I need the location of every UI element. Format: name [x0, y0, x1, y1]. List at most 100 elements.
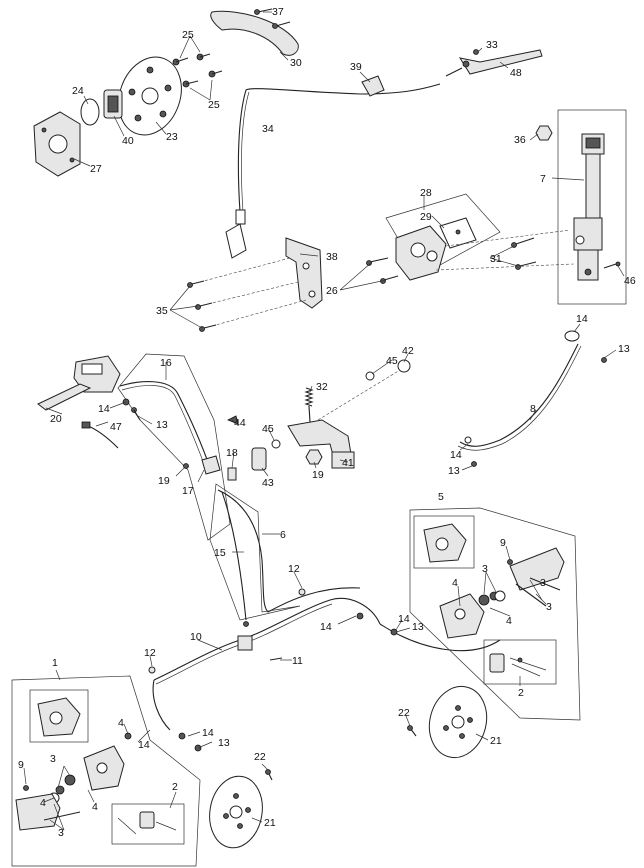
- spring-32: [304, 387, 314, 423]
- bracket-3-right: [509, 547, 565, 607]
- callout-label-9a: 9: [500, 537, 506, 549]
- callout-label-15: 15: [214, 547, 226, 559]
- line-16-frame: [117, 353, 231, 541]
- bracket-3-left: [15, 793, 81, 831]
- callout-label-21b: 21: [264, 817, 276, 829]
- callout-label-3c: 3: [540, 577, 546, 589]
- brake-hose-8: [457, 330, 607, 467]
- callout-label-48: 48: [510, 67, 522, 79]
- brake-pads-2-left: [117, 811, 177, 835]
- callout-label-46: 46: [624, 275, 636, 287]
- bolts-31: [511, 237, 537, 270]
- caliper-bracket-27: [33, 111, 81, 177]
- fitting-18: [227, 467, 237, 481]
- callout-label-30: 30: [290, 57, 302, 69]
- caliper-1-inset: [29, 689, 89, 743]
- callout-label-45b: 45: [262, 423, 274, 435]
- callout-label-4b: 4: [506, 615, 512, 627]
- bolt-46: [603, 261, 621, 269]
- callout-label-14d: 14: [398, 613, 410, 625]
- callout-label-17: 17: [182, 485, 194, 497]
- callout-label-13b: 13: [156, 419, 168, 431]
- bolt-22-right: [407, 725, 417, 737]
- caliper-body-right: [439, 590, 506, 639]
- callout-label-4d: 4: [40, 797, 46, 809]
- callout-label-9b: 9: [18, 759, 24, 771]
- master-cylinder-frame: [557, 109, 627, 305]
- callout-label-13a: 13: [618, 343, 630, 355]
- callout-label-21a: 21: [490, 735, 502, 747]
- callout-label-14a: 14: [576, 313, 588, 325]
- callout-label-42: 42: [402, 345, 414, 357]
- callout-label-13d: 13: [412, 621, 424, 633]
- banjo-14-13-front: [122, 398, 141, 421]
- callout-label-4a: 4: [452, 577, 458, 589]
- callout-label-4c: 4: [118, 717, 124, 729]
- brake-pad-29: [439, 217, 477, 249]
- caliper-body-left: [48, 745, 125, 804]
- callout-label-2b: 2: [172, 781, 178, 793]
- callout-label-40: 40: [122, 135, 134, 147]
- callout-label-34: 34: [262, 123, 274, 135]
- callout-label-44: 44: [234, 417, 246, 429]
- lever-bolt-33: [473, 49, 479, 55]
- callout-label-33: 33: [486, 39, 498, 51]
- brake-pads-2-right: [489, 653, 547, 677]
- callout-label-28: 28: [420, 187, 432, 199]
- bolts-26: [366, 257, 399, 284]
- brake-disc-23: [118, 56, 182, 136]
- callout-label-11: 11: [292, 655, 303, 667]
- nut-36: [535, 125, 553, 141]
- bleeder-9-left: [23, 785, 29, 791]
- banjo-4-left: [124, 732, 132, 740]
- caliper-1-detail: [37, 697, 81, 737]
- bolt-22-left: [265, 769, 273, 781]
- brake-pedal-41: [287, 419, 355, 469]
- callout-label-20: 20: [50, 413, 62, 425]
- callout-label-14g: 14: [202, 727, 214, 739]
- brake-line-15: [221, 491, 249, 627]
- nut-19: [305, 449, 323, 465]
- callout-label-13e: 13: [218, 737, 230, 749]
- callout-label-35: 35: [156, 305, 168, 317]
- bolts-35: [187, 257, 307, 332]
- front-disc-21-left: [209, 775, 263, 849]
- callout-label-24: 24: [72, 85, 84, 97]
- callout-label-18: 18: [226, 447, 238, 459]
- callout-label-4e: 4: [92, 801, 98, 813]
- callout-label-2a: 2: [518, 687, 524, 699]
- callout-label-7: 7: [540, 173, 546, 185]
- front-master-cylinder: [73, 355, 121, 393]
- callout-label-22a: 22: [398, 707, 410, 719]
- callout-label-26: 26: [326, 285, 338, 297]
- brake-disc-guard: [210, 10, 299, 56]
- callout-label-23: 23: [166, 131, 178, 143]
- callout-label-12b: 12: [144, 647, 156, 659]
- o-ring-24: [80, 98, 100, 126]
- callout-label-37: 37: [272, 6, 284, 18]
- callout-label-1: 1: [52, 657, 58, 669]
- bleeder-9-right: [507, 559, 513, 565]
- callout-label-14f: 14: [138, 739, 150, 751]
- switch-47: [81, 421, 119, 449]
- callout-label-25b: 25: [208, 99, 220, 111]
- callout-label-3d: 3: [50, 753, 56, 765]
- callout-label-29: 29: [420, 211, 432, 223]
- leader-lines: [23, 11, 625, 831]
- callout-label-39: 39: [350, 61, 362, 73]
- hub-40: [103, 89, 123, 119]
- callout-label-38: 38: [326, 251, 338, 263]
- callout-label-27: 27: [90, 163, 102, 175]
- brake-line-16: [119, 381, 209, 465]
- callout-label-10: 10: [190, 631, 202, 643]
- pivot-43-44-45: [227, 415, 281, 471]
- rear-caliper-28: [395, 225, 447, 281]
- callout-label-3b: 3: [546, 601, 552, 613]
- bolt-37: [254, 8, 291, 29]
- caliper-5-inset: [413, 515, 475, 569]
- junction-17-19: [183, 455, 221, 475]
- cable-clip-39: [361, 75, 385, 97]
- callout-label-14c: 14: [450, 449, 462, 461]
